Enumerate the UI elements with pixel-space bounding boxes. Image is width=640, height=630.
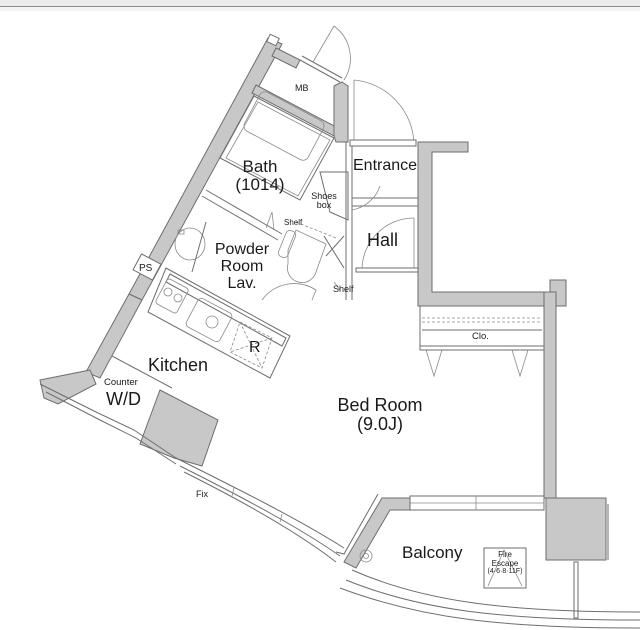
east-wall <box>543 291 557 499</box>
west-window-outer <box>39 383 177 459</box>
shoes-door-swing <box>351 185 381 211</box>
label-fire-escape-2: Escape <box>491 559 519 569</box>
bath-outline <box>219 95 335 201</box>
label-powder-room: Powder Room Lav. <box>212 241 272 292</box>
kitchen-counter <box>147 267 291 379</box>
label-powder-1: Powder <box>214 241 270 258</box>
window-mullion-1 <box>231 487 235 497</box>
corner-post <box>266 33 280 47</box>
label-shelf-lower: Shelf <box>333 284 354 294</box>
burner-1 <box>163 287 173 297</box>
closet-door-right <box>511 349 529 378</box>
west-lower-wall <box>85 293 143 379</box>
label-fire-escape-3: (4·6·8·11F) <box>487 568 523 576</box>
entrance-door-swing <box>353 79 415 145</box>
hall-door-swing <box>361 217 415 271</box>
mb-window-inner <box>301 55 343 79</box>
bath-door-mark <box>265 211 275 231</box>
bath-outline-inner <box>225 101 331 197</box>
wash-basin <box>174 227 206 261</box>
bathtub <box>243 91 325 161</box>
shelf-line-2 <box>325 235 345 257</box>
label-entrance: Entrance <box>353 157 418 174</box>
bath-lav-partition <box>201 195 279 241</box>
label-ps: PS <box>139 263 153 274</box>
entrance-threshold <box>349 139 417 147</box>
label-fix: Fix <box>196 489 208 499</box>
mb-door-swing <box>312 25 351 81</box>
label-refrigerator: R <box>249 339 261 356</box>
shoes-box <box>319 171 349 221</box>
shelf-dashes <box>295 221 337 239</box>
closet-door-left <box>425 349 443 378</box>
burner-2 <box>173 293 183 303</box>
toilet <box>287 229 327 283</box>
label-bed-room-size: (9.0J) <box>356 413 403 434</box>
shelf-line-1 <box>323 235 345 269</box>
west-window-inner <box>45 391 177 465</box>
fire-escape-ladder-mark <box>487 549 523 587</box>
sink-drain <box>205 315 219 329</box>
powder-door-swing <box>261 283 317 301</box>
label-balcony: Balcony <box>402 543 463 562</box>
south-window-line-3 <box>183 471 337 563</box>
fridge-x-2 <box>229 337 273 353</box>
toilet-tank <box>277 229 297 259</box>
balcony-jog-outline <box>335 493 379 555</box>
label-bath: Bath (1014) <box>230 158 290 194</box>
label-powder-2: Room <box>220 257 264 275</box>
balcony-rail-2 <box>345 579 640 621</box>
east-column <box>544 497 607 561</box>
mb-entrance-wall <box>333 81 349 143</box>
hall-threshold <box>355 267 419 273</box>
closet-box <box>419 305 545 347</box>
label-bath-name: Bath <box>242 157 278 176</box>
label-hall: Hall <box>367 230 399 250</box>
label-shoes-box: Shoes box <box>306 191 342 211</box>
ps-shaft <box>132 253 162 281</box>
balcony-rail-1 <box>351 569 640 613</box>
balcony-divider <box>573 561 579 619</box>
label-bath-size: (1014) <box>235 174 285 194</box>
mb-window <box>299 59 341 83</box>
label-powder-3: Lav. <box>227 274 257 292</box>
west-corner-stub <box>39 369 97 405</box>
label-closet: Clo. <box>472 331 489 342</box>
drain-icon <box>359 549 373 563</box>
label-kitchen: Kitchen <box>148 355 209 375</box>
entrance-east-wall <box>417 141 567 307</box>
label-fire-escape-1: Fire <box>498 550 512 559</box>
vanity-counter-line <box>191 221 207 273</box>
label-bed-room-name: Bed Room <box>337 395 423 415</box>
window-top-shadow <box>0 7 640 11</box>
balcony-rail-3 <box>339 587 640 629</box>
window-mullion-2 <box>279 513 283 523</box>
shelf-pointer <box>333 281 341 291</box>
drain-icon-inner <box>363 553 369 559</box>
south-window-line-2 <box>179 465 341 557</box>
kitchen-sink <box>185 297 233 343</box>
label-counter: Counter <box>104 377 138 388</box>
label-bed-room: Bed Room (9.0J) <box>326 396 434 434</box>
stove-burners <box>155 278 189 314</box>
south-window-line-1 <box>175 457 345 549</box>
faucet <box>177 229 185 235</box>
wd-column <box>139 389 219 467</box>
north-bath-wall <box>271 47 301 69</box>
balcony-jog-wall <box>343 497 411 569</box>
label-fire-escape: Fire Escape (4·6·8·11F) <box>484 550 526 576</box>
label-shoes-box-2: box <box>316 200 332 211</box>
label-mb: MB <box>295 83 309 93</box>
bath-lav-partition-inner <box>205 189 283 235</box>
label-shoes-box-1: Shoes <box>311 191 337 201</box>
window-top-bar <box>0 0 640 7</box>
label-wd: W/D <box>106 389 141 409</box>
fire-escape-hatch <box>483 547 527 589</box>
wd-partition <box>111 355 173 389</box>
closet-door-track <box>419 345 545 351</box>
label-shelf-upper: Shelf <box>284 218 303 227</box>
